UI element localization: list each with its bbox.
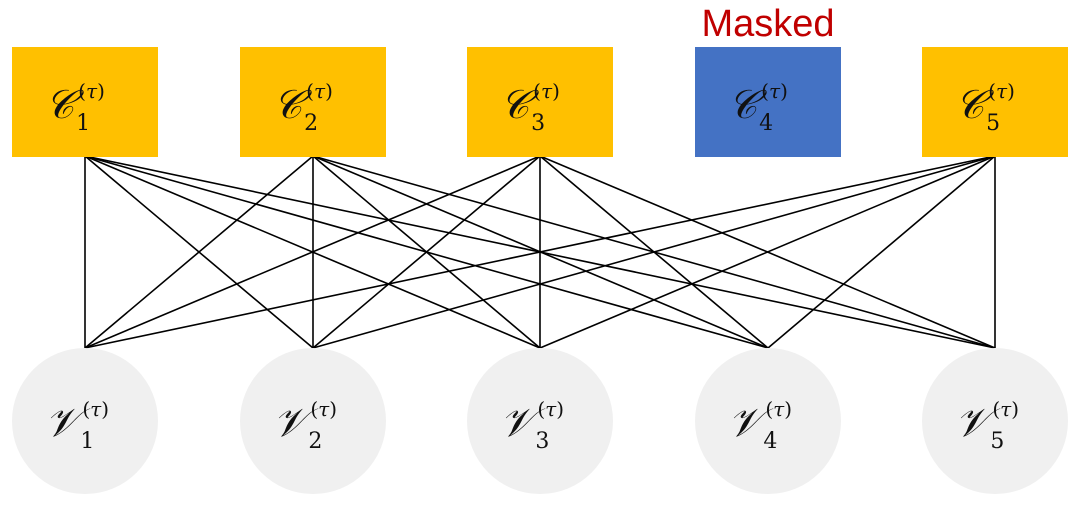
variable-subscript: 1 <box>80 429 94 454</box>
edge-c3-v2 <box>312 155 541 349</box>
variable-label-5: 𝒱5(τ) <box>955 397 1019 454</box>
component-node-1: 𝒞1(τ) <box>12 47 158 157</box>
component-subscript: 5 <box>986 111 1000 136</box>
masked-label: Masked <box>701 3 834 45</box>
components-row: 𝒞1(τ)𝒞2(τ)𝒞3(τ)𝒞4(τ)𝒞5(τ) <box>12 47 1068 157</box>
edges-layer <box>84 155 996 349</box>
component-box <box>922 47 1068 157</box>
component-box <box>12 47 158 157</box>
variable-subscript: 5 <box>990 429 1004 454</box>
component-subscript: 3 <box>531 111 545 136</box>
component-superscript-close: ) <box>780 79 788 103</box>
variable-circle <box>467 348 613 494</box>
variable-superscript-open: ( <box>765 397 773 421</box>
component-superscript-open: ( <box>306 79 314 103</box>
variable-circle <box>695 348 841 494</box>
component-node-3: 𝒞3(τ) <box>467 47 613 157</box>
variable-subscript: 2 <box>308 429 322 454</box>
variable-superscript-open: ( <box>537 397 545 421</box>
component-superscript-var: τ <box>314 79 326 103</box>
variable-superscript-var: τ <box>90 397 102 421</box>
variable-superscript-var: τ <box>773 397 785 421</box>
variable-superscript-var: τ <box>545 397 557 421</box>
component-node-5: 𝒞5(τ) <box>922 47 1068 157</box>
component-superscript-close: ) <box>325 79 333 103</box>
variable-node-4: 𝒱4(τ) <box>695 348 841 494</box>
edge-c5-v4 <box>767 155 996 349</box>
component-label-2: 𝒞2(τ) <box>273 79 333 136</box>
component-subscript: 2 <box>304 111 318 136</box>
variable-node-5: 𝒱5(τ) <box>922 348 1068 494</box>
component-superscript-open: ( <box>761 79 769 103</box>
variable-superscript-close: ) <box>329 397 337 421</box>
edge-c3-v1 <box>84 155 541 349</box>
variable-superscript-close: ) <box>784 397 792 421</box>
component-superscript-close: ) <box>552 79 560 103</box>
component-superscript-open: ( <box>533 79 541 103</box>
variables-row: 𝒱1(τ)𝒱2(τ)𝒱3(τ)𝒱4(τ)𝒱5(τ) <box>12 348 1068 494</box>
variable-subscript: 3 <box>535 429 549 454</box>
variable-superscript-close: ) <box>1011 397 1019 421</box>
variable-circle <box>240 348 386 494</box>
variable-circle <box>12 348 158 494</box>
component-superscript-var: τ <box>86 79 98 103</box>
component-superscript-var: τ <box>541 79 553 103</box>
variable-superscript-close: ) <box>556 397 564 421</box>
component-box <box>240 47 386 157</box>
component-superscript-open: ( <box>78 79 86 103</box>
component-superscript-var: τ <box>769 79 781 103</box>
variable-label-3: 𝒱3(τ) <box>500 397 564 454</box>
variable-label-4: 𝒱4(τ) <box>728 397 792 454</box>
component-node-2: 𝒞2(τ) <box>240 47 386 157</box>
variable-superscript-var: τ <box>318 397 330 421</box>
variable-node-3: 𝒱3(τ) <box>467 348 613 494</box>
variable-node-2: 𝒱2(τ) <box>240 348 386 494</box>
edge-c5-v2 <box>312 155 996 349</box>
variable-node-1: 𝒱1(τ) <box>12 348 158 494</box>
variable-superscript-open: ( <box>310 397 318 421</box>
component-superscript-open: ( <box>988 79 996 103</box>
edge-c5-v3 <box>539 155 996 349</box>
variable-superscript-close: ) <box>101 397 109 421</box>
variable-superscript-open: ( <box>992 397 1000 421</box>
component-subscript: 1 <box>76 111 90 136</box>
edge-c2-v1 <box>84 155 314 349</box>
variable-superscript-open: ( <box>82 397 90 421</box>
component-superscript-close: ) <box>97 79 105 103</box>
masked-component-box <box>695 47 841 157</box>
component-box <box>467 47 613 157</box>
variable-subscript: 4 <box>763 429 777 454</box>
variable-superscript-var: τ <box>1000 397 1012 421</box>
edge-c5-v1 <box>84 155 996 349</box>
component-superscript-var: τ <box>996 79 1008 103</box>
component-superscript-close: ) <box>1007 79 1015 103</box>
component-node-4: 𝒞4(τ) <box>695 47 841 157</box>
variable-circle <box>922 348 1068 494</box>
component-subscript: 4 <box>759 111 773 136</box>
